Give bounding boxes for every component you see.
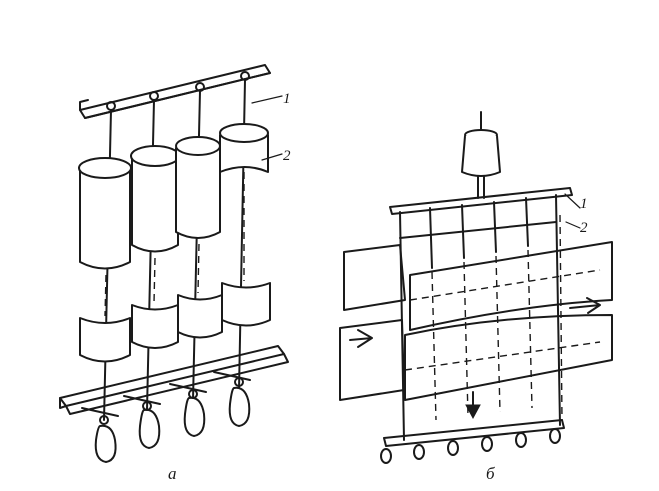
- panel-b-left-sheet: [339, 244, 406, 401]
- panel-a-caption: а: [168, 464, 177, 483]
- panel-a-lever-pins: [81, 371, 251, 417]
- panel-b-dashed-grid: [404, 214, 601, 421]
- panel-b-callouts: [564, 193, 581, 229]
- panel-b-weights: [380, 428, 561, 464]
- panel-b-label-1: 1: [580, 196, 588, 212]
- panel-b-lower-sheet: [404, 314, 613, 401]
- panel-b: 1 2 б: [339, 111, 613, 483]
- panel-a-label-1: 1: [283, 91, 291, 107]
- panel-b-horizontal-lines: [399, 221, 557, 239]
- panel-a-label-2: 2: [283, 148, 291, 164]
- panel-b-bottom-bar: [383, 419, 565, 447]
- panel-a-top-rail: [79, 64, 271, 119]
- panel-a-upper-cylinders: [78, 123, 269, 270]
- panel-b-arrows: [349, 297, 601, 420]
- panel-a-bottom-rail: [59, 345, 289, 415]
- panel-a-lower-cylinders: [79, 282, 271, 363]
- panel-a: 1 2 а: [59, 64, 291, 483]
- panel-a-callouts: [251, 95, 283, 161]
- panel-b-top-bar: [389, 187, 573, 215]
- panel-b-caption: б: [486, 464, 495, 483]
- panel-a-top-hooks: [106, 71, 250, 111]
- panel-b-upper-sheet: [409, 241, 613, 331]
- panel-a-thread-gaps: [104, 172, 245, 317]
- panel-b-label-2: 2: [580, 220, 588, 236]
- panel-a-weights: [94, 377, 251, 463]
- panel-b-cone: [461, 111, 501, 199]
